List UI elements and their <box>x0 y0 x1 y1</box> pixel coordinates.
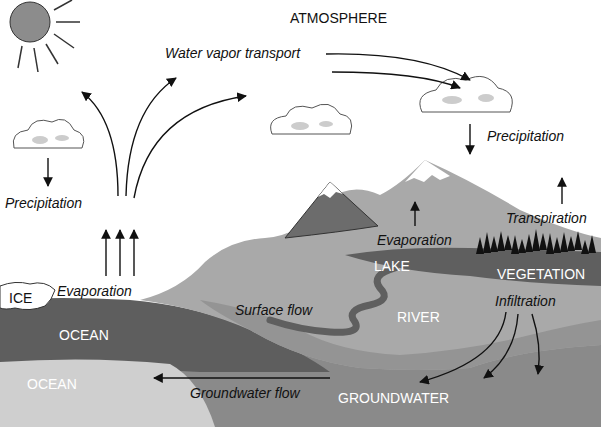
flow-arrows <box>48 54 562 382</box>
region-label: LAKE <box>374 258 410 274</box>
tree <box>525 234 533 252</box>
mountain <box>285 182 378 238</box>
region-label: OCEAN <box>27 376 77 392</box>
process-label: Surface flow <box>235 302 312 318</box>
tree <box>504 235 512 250</box>
snow-cap <box>318 182 343 198</box>
process-label: Water vapor transport <box>165 45 300 61</box>
deep-ocean <box>0 359 215 427</box>
process-label: Precipitation <box>487 128 564 144</box>
sun-rays <box>18 0 80 72</box>
ice <box>0 282 55 309</box>
tree <box>539 233 547 250</box>
tree <box>490 236 498 252</box>
tree <box>560 232 568 252</box>
region-label: RIVER <box>397 309 440 325</box>
tree <box>532 229 540 251</box>
tree <box>518 239 526 253</box>
forest <box>476 229 596 254</box>
cloud-shading <box>32 94 494 144</box>
process-label: Precipitation <box>5 195 82 211</box>
region-label: GROUNDWATER <box>338 390 449 406</box>
process-label: Infiltration <box>495 293 556 309</box>
tree <box>588 235 596 253</box>
river <box>270 268 395 332</box>
snow-cap <box>405 160 450 182</box>
process-label: Evaporation <box>57 283 132 299</box>
region-label: ICE <box>9 290 32 306</box>
lake <box>345 248 601 286</box>
tree <box>511 235 519 254</box>
tree <box>567 236 575 251</box>
sun <box>10 2 50 42</box>
process-label: Evaporation <box>377 232 452 248</box>
lowland <box>200 300 601 370</box>
land-mass <box>140 160 601 370</box>
process-label: Groundwater flow <box>190 385 300 401</box>
region-label: ATMOSPHERE <box>290 10 387 26</box>
tree <box>497 231 505 251</box>
process-label: Transpiration <box>506 210 587 226</box>
region-label: OCEAN <box>59 327 109 343</box>
tree <box>546 233 554 254</box>
tree <box>574 231 582 250</box>
cloud <box>420 76 512 112</box>
tree <box>483 232 491 253</box>
region-label: VEGETATION <box>497 266 585 282</box>
cloud <box>271 104 352 134</box>
tree <box>581 240 589 254</box>
tree <box>553 237 561 253</box>
tree <box>476 237 484 254</box>
cloud <box>13 119 84 148</box>
